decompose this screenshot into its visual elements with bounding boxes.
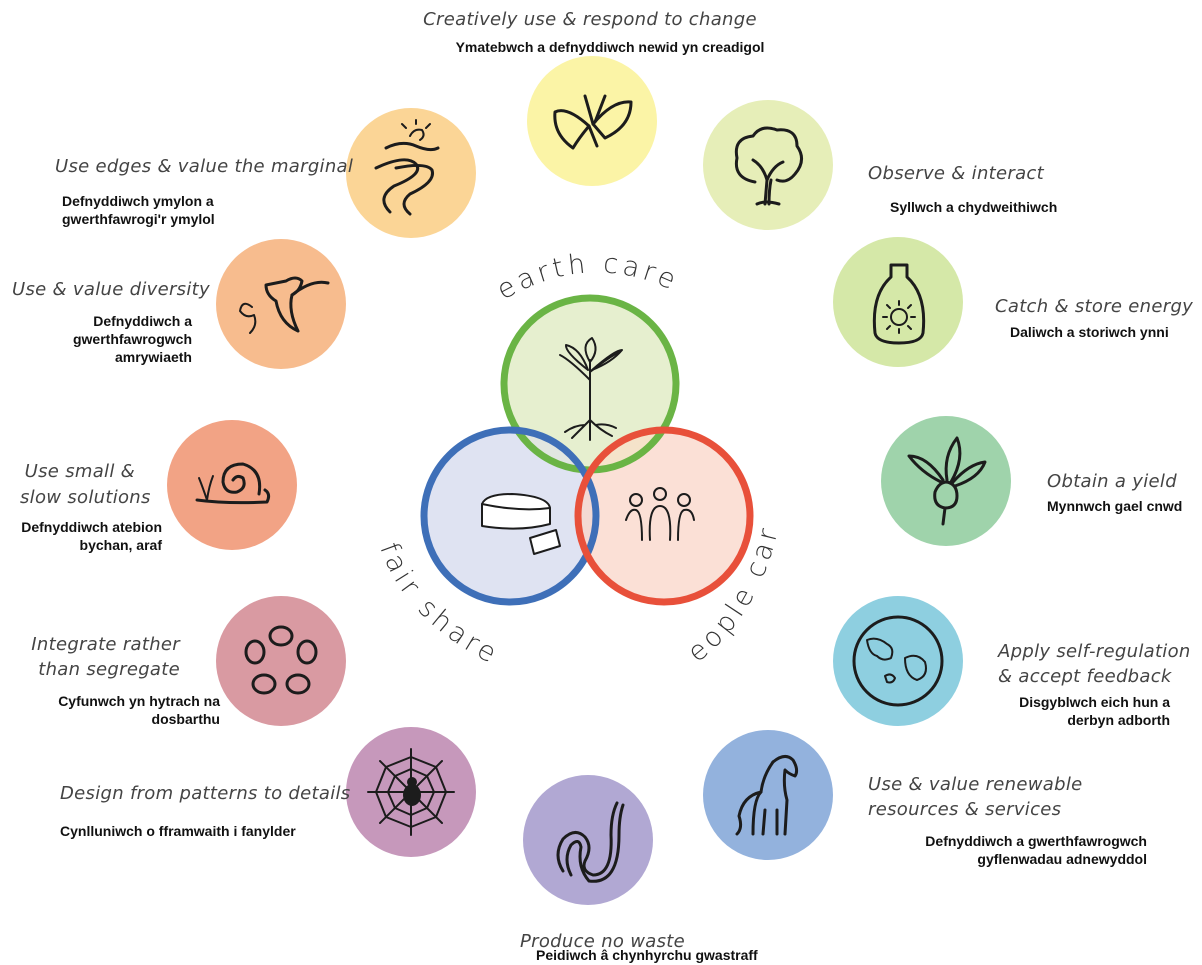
waste-cy: Peidiwch â chynhyrchu gwastraff — [536, 947, 758, 963]
energy-cy: Daliwch a storiwch ynni — [1010, 324, 1169, 340]
integrate-cy-line2: dosbarthu — [151, 711, 220, 727]
feedback-en-line2: & accept feedback — [998, 666, 1172, 687]
integrate-circle — [216, 596, 346, 726]
feedback-cy-line2: derbyn adborth — [1067, 712, 1170, 728]
integrate-en-line1: Integrate rather — [31, 634, 180, 655]
renewable-en-line1: Use & value renewable — [868, 774, 1083, 795]
slow-en-line2: slow solutions — [20, 487, 151, 508]
tree-icon — [734, 126, 803, 206]
slow-cy-line1: Defnyddiwch atebion — [21, 519, 162, 535]
people-icon — [625, 487, 695, 541]
tree-roots-icon — [559, 337, 623, 441]
globe-icon — [852, 615, 944, 707]
snail-icon — [195, 462, 271, 505]
slow-circle — [167, 420, 297, 550]
waste-circle — [523, 775, 653, 905]
renewable-cy-line1: Defnyddiwch a gwerthfawrogwch — [925, 833, 1147, 849]
patterns-circle — [346, 727, 476, 857]
integrate-cy-line1: Cyfunwch yn hytrach na — [58, 693, 220, 709]
change-en: Creatively use & respond to change — [423, 9, 757, 30]
edges-cy-line1: Defnyddiwch ymylon a — [62, 193, 214, 209]
energy-en: Catch & store energy — [995, 296, 1194, 317]
diversity-en: Use & value diversity — [12, 279, 210, 300]
diversity-cy-line3: amrywiaeth — [114, 349, 192, 365]
feedback-circle — [833, 596, 963, 726]
river-icon — [374, 119, 440, 216]
diversity-cy-line1: Defnyddiwch a — [93, 313, 192, 329]
renewable-circle — [703, 730, 833, 860]
diversity-circle — [216, 239, 346, 369]
change-circle — [527, 56, 657, 186]
circle-of-stones-icon — [244, 625, 318, 695]
feedback-cy-line1: Disgyblwch eich hun a — [1019, 694, 1170, 710]
diversity-cy-line2: gwerthfawrogwch — [72, 331, 192, 347]
horse-icon — [735, 755, 799, 836]
beetroot-icon — [907, 436, 987, 526]
energy-circle — [833, 237, 963, 367]
renewable-cy-line2: gyflenwadau adnewyddol — [977, 851, 1147, 867]
feedback-en-line1: Apply self-regulation — [998, 641, 1191, 662]
butterfly-icon — [553, 94, 633, 150]
observe-en: Observe & interact — [868, 163, 1044, 184]
sun-jar-icon — [872, 263, 926, 345]
observe-circle — [703, 100, 833, 230]
waste-en: Produce no waste — [520, 931, 685, 952]
slow-cy-line2: bychan, araf — [79, 537, 162, 553]
spiderweb-icon — [367, 748, 455, 836]
patterns-en: Design from patterns to details — [60, 783, 351, 804]
integrate-en-line2: than segregate — [38, 659, 180, 680]
renewable-en-line2: resources & services — [868, 799, 1062, 820]
cake-slice-icon — [481, 493, 561, 555]
hummingbird-icon — [239, 276, 330, 334]
worm-icon — [556, 801, 625, 883]
patterns-cy: Cynlluniwch o fframwaith i fanylder — [60, 823, 296, 839]
yield-cy: Mynnwch gael cnwd — [1047, 498, 1183, 514]
edges-circle — [346, 108, 476, 238]
yield-en: Obtain a yield — [1047, 471, 1177, 492]
people-care-circle — [578, 430, 750, 602]
yield-circle — [881, 416, 1011, 546]
edges-en: Use edges & value the marginal — [55, 156, 354, 177]
observe-cy: Syllwch a chydweithiwch — [890, 199, 1058, 215]
slow-en-line1: Use small & — [24, 461, 135, 482]
edges-cy-line2: gwerthfawrogi'r ymylol — [62, 211, 215, 227]
change-cy: Ymatebwch a defnyddiwch newid yn creadig… — [455, 39, 765, 55]
